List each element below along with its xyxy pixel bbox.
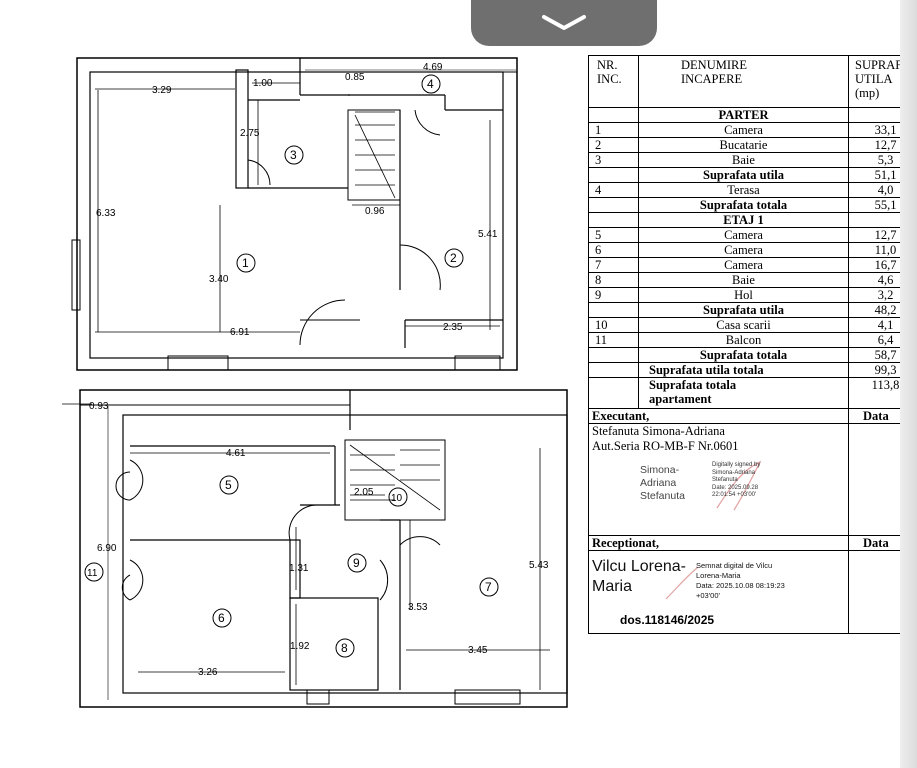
room-number-8: 8	[335, 638, 355, 658]
subtotal-row: Suprafata utila 48,2	[588, 302, 917, 318]
dimension-label: 3.53	[408, 602, 428, 613]
plan-etaj-labels: 0.93 4.61 2.05 6.90 1.31 5.43 3.53 1.92 …	[84, 401, 549, 678]
signature-name: Simona- Adriana Stefanuta	[640, 464, 685, 502]
room-number-11: 11	[84, 562, 104, 582]
total-row: Suprafata utila totala 99,3	[588, 362, 917, 378]
dimension-label: 2.75	[240, 128, 260, 139]
svg-text:1: 1	[242, 256, 249, 270]
dimension-label: 1.31	[289, 563, 309, 574]
room-number-2: 2	[444, 248, 464, 268]
plan-etaj-walls	[62, 389, 568, 708]
area-table: NR. INC. DENUMIRE INCAPERE SUPRAF. UTILA…	[588, 55, 917, 634]
receptionat-signature-row: Vilcu Lorena- Maria Semnat digital de Vi…	[588, 550, 917, 634]
table-header-row: NR. INC. DENUMIRE INCAPERE SUPRAF. UTILA…	[588, 55, 917, 108]
viewer-edge	[900, 0, 917, 768]
section-row: ETAJ 1	[588, 212, 917, 228]
dimension-label: 5.41	[478, 229, 498, 240]
subtotal-row: Suprafata utila 51,1	[588, 167, 917, 183]
section-row: PARTER	[588, 107, 917, 123]
dimension-label: 3.45	[468, 645, 488, 656]
floor-plans: 3.29 1.00 0.85 4.69 2.75 6.33 0.96 5.41 …	[62, 57, 568, 708]
svg-text:9: 9	[353, 556, 360, 570]
dimension-label: 6.33	[96, 208, 116, 219]
executant-authorization: Aut.Seria RO-MB-F Nr.0601	[592, 439, 739, 453]
dimension-label: 3.29	[152, 85, 172, 96]
subtotal-row: Suprafata totala 58,7	[588, 347, 917, 363]
room-number-10: 10	[388, 487, 408, 507]
room-number-3: 3	[284, 145, 304, 165]
signature-mark-icon	[716, 460, 762, 511]
dimension-label: 0.85	[345, 72, 365, 83]
table-row: 3 Baie 5,3	[588, 152, 917, 168]
dimension-label: 3.26	[198, 667, 218, 678]
signature-mark-icon	[665, 566, 699, 600]
svg-text:2: 2	[450, 251, 457, 265]
table-row: 9 Hol 3,2	[588, 287, 917, 303]
pull-down-tab[interactable]	[471, 0, 657, 46]
table-row: 1 Camera 33,1	[588, 122, 917, 138]
table-row: 2 Bucatarie 12,7	[588, 137, 917, 153]
header-nr: NR. INC.	[588, 55, 639, 108]
section-title-parter: PARTER	[638, 107, 849, 123]
executant-signature-row: Stefanuta Simona-Adriana Aut.Seria RO-MB…	[588, 423, 917, 536]
signature-name: Vilcu Lorena- Maria	[592, 558, 686, 595]
dimension-label: 6.90	[97, 543, 117, 554]
dimension-label: 1.92	[290, 641, 310, 652]
svg-text:10: 10	[391, 493, 403, 504]
dimension-label: 2.35	[443, 322, 463, 333]
room-number-9: 9	[347, 553, 367, 573]
dimension-label: 2.05	[354, 487, 374, 498]
dimension-label: 3.40	[209, 274, 229, 285]
dossier-number: dos.118146/2025	[620, 613, 715, 627]
table-row: 8 Baie 4,6	[588, 272, 917, 288]
header-denumire: DENUMIRE INCAPERE	[638, 55, 849, 108]
subtotal-row: Suprafata totala 55,1	[588, 197, 917, 213]
svg-text:5: 5	[225, 478, 232, 492]
table-row: 5 Camera 12,7	[588, 227, 917, 243]
receptionat-digital-signature: Vilcu Lorena- Maria Semnat digital de Vi…	[592, 557, 845, 609]
svg-text:6: 6	[218, 611, 225, 625]
dimension-label: 4.69	[423, 62, 443, 73]
dimension-label: 4.61	[226, 448, 246, 459]
dimension-label: 6.91	[230, 327, 250, 338]
plan-parter-labels: 3.29 1.00 0.85 4.69 2.75 6.33 0.96 5.41 …	[96, 62, 498, 338]
svg-text:4: 4	[427, 77, 434, 91]
chevron-down-icon	[542, 15, 586, 30]
room-number-1: 1	[236, 253, 256, 273]
dimension-label: 5.43	[529, 560, 549, 571]
table-row: 4 Terasa 4,0	[588, 182, 917, 198]
dimension-label: 1.00	[253, 78, 273, 89]
signature-digital-info: Semnat digital de Vilcu Lorena-Maria Dat…	[696, 561, 785, 600]
executant-name: Stefanuta Simona-Adriana	[592, 424, 725, 438]
signature-digital-info: Digitally signed by Simona-Adriana Stefa…	[712, 462, 761, 498]
table-row: 11 Balcon 6,4	[588, 332, 917, 348]
receptionat-header-row: Receptionat, Data	[588, 535, 917, 551]
executant-digital-signature: Simona- Adriana Stefanuta Digitally sign…	[592, 460, 845, 535]
svg-text:8: 8	[341, 641, 348, 655]
section-title-etaj: ETAJ 1	[638, 212, 849, 228]
svg-text:7: 7	[485, 580, 492, 594]
room-number-7: 7	[479, 577, 499, 597]
table-row: 6 Camera 11,0	[588, 242, 917, 258]
table-row: 10 Casa scarii 4,1	[588, 317, 917, 333]
dimension-label: 0.96	[365, 206, 385, 217]
plan-parter-walls	[71, 57, 518, 371]
total-row: Suprafata totala apartament 113,8	[588, 377, 917, 409]
svg-text:3: 3	[290, 148, 297, 162]
table-row: 7 Camera 16,7	[588, 257, 917, 273]
executant-header-row: Executant, Data	[588, 408, 917, 424]
room-number-6: 6	[212, 608, 232, 628]
room-number-4: 4	[421, 74, 441, 94]
svg-text:11: 11	[87, 568, 98, 579]
room-number-5: 5	[219, 475, 239, 495]
dimension-label: 0.93	[89, 401, 109, 412]
